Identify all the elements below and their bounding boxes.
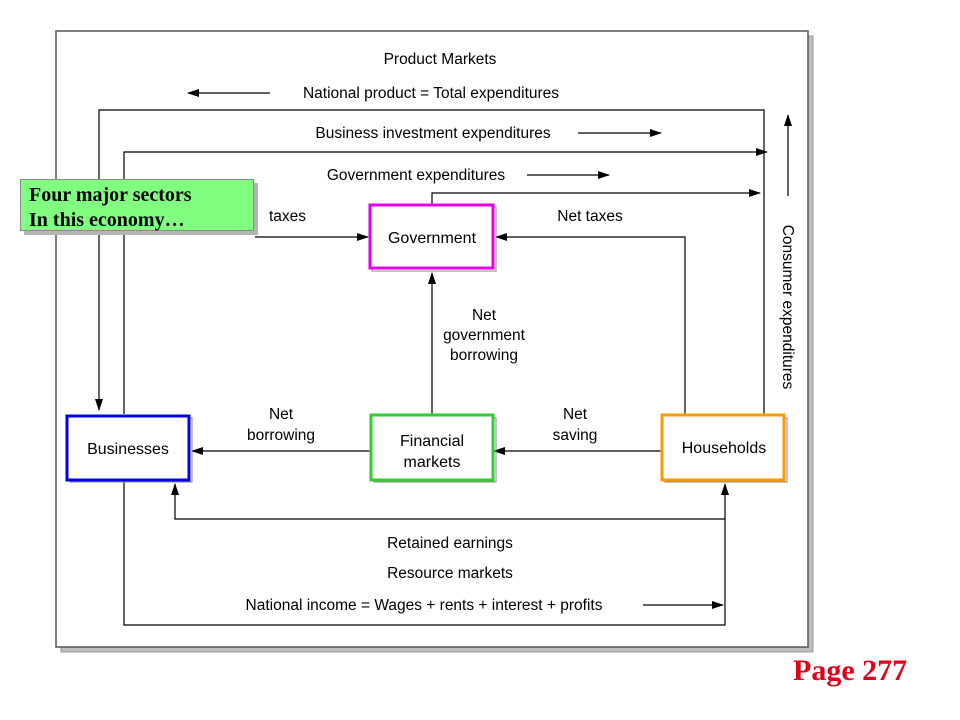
- net-saving-line1: Net: [563, 406, 588, 423]
- consumer-expenditures-label: Consumer expenditures: [779, 225, 796, 390]
- households-box: [660, 413, 786, 482]
- government-label: Government: [388, 230, 477, 247]
- business-investment-flow: [123, 148, 768, 414]
- product-markets-label: Product Markets: [384, 51, 497, 68]
- retained-earnings-label: Retained earnings: [387, 535, 513, 552]
- callout-line2: In this economy…: [29, 209, 185, 231]
- households-label: Households: [682, 440, 767, 457]
- resource-markets-label: Resource markets: [387, 565, 513, 582]
- businesses-box: [65, 414, 191, 482]
- net-borrowing-line1: Net: [269, 406, 294, 423]
- page-number: Page 277: [793, 654, 908, 687]
- government-box: [368, 203, 495, 270]
- net-gov-borrowing-line3: borrowing: [450, 347, 518, 364]
- callout-note: Four major sectors In this economy…: [20, 179, 254, 231]
- government-expenditures-label: Government expenditures: [327, 167, 506, 184]
- national-income-flow: [123, 481, 729, 626]
- net-gov-borrowing-line1: Net: [472, 307, 497, 324]
- net-taxes-right-label: Net taxes: [557, 208, 623, 225]
- net-saving-line2: saving: [553, 427, 598, 444]
- businesses-label: Businesses: [87, 441, 169, 458]
- net-borrowing-line2: borrowing: [247, 427, 315, 444]
- retained-earnings-flow: [171, 483, 725, 520]
- net-taxes-left-label: taxes: [269, 208, 306, 225]
- national-product-label: National product = Total expenditures: [303, 85, 559, 102]
- callout-line1: Four major sectors: [29, 184, 192, 206]
- net-gov-borrowing-line2: government: [443, 327, 526, 344]
- household-net-taxes-flow: [495, 233, 686, 415]
- national-product-flow: [95, 109, 765, 414]
- financial-label-line1: Financial: [400, 433, 464, 450]
- financial-markets-box: [369, 413, 495, 482]
- financial-label-line2: markets: [404, 454, 461, 471]
- national-income-label: National income = Wages + rents + intere…: [246, 597, 603, 614]
- business-investment-label: Business investment expenditures: [315, 125, 550, 142]
- government-expenditures-flow: [431, 189, 761, 205]
